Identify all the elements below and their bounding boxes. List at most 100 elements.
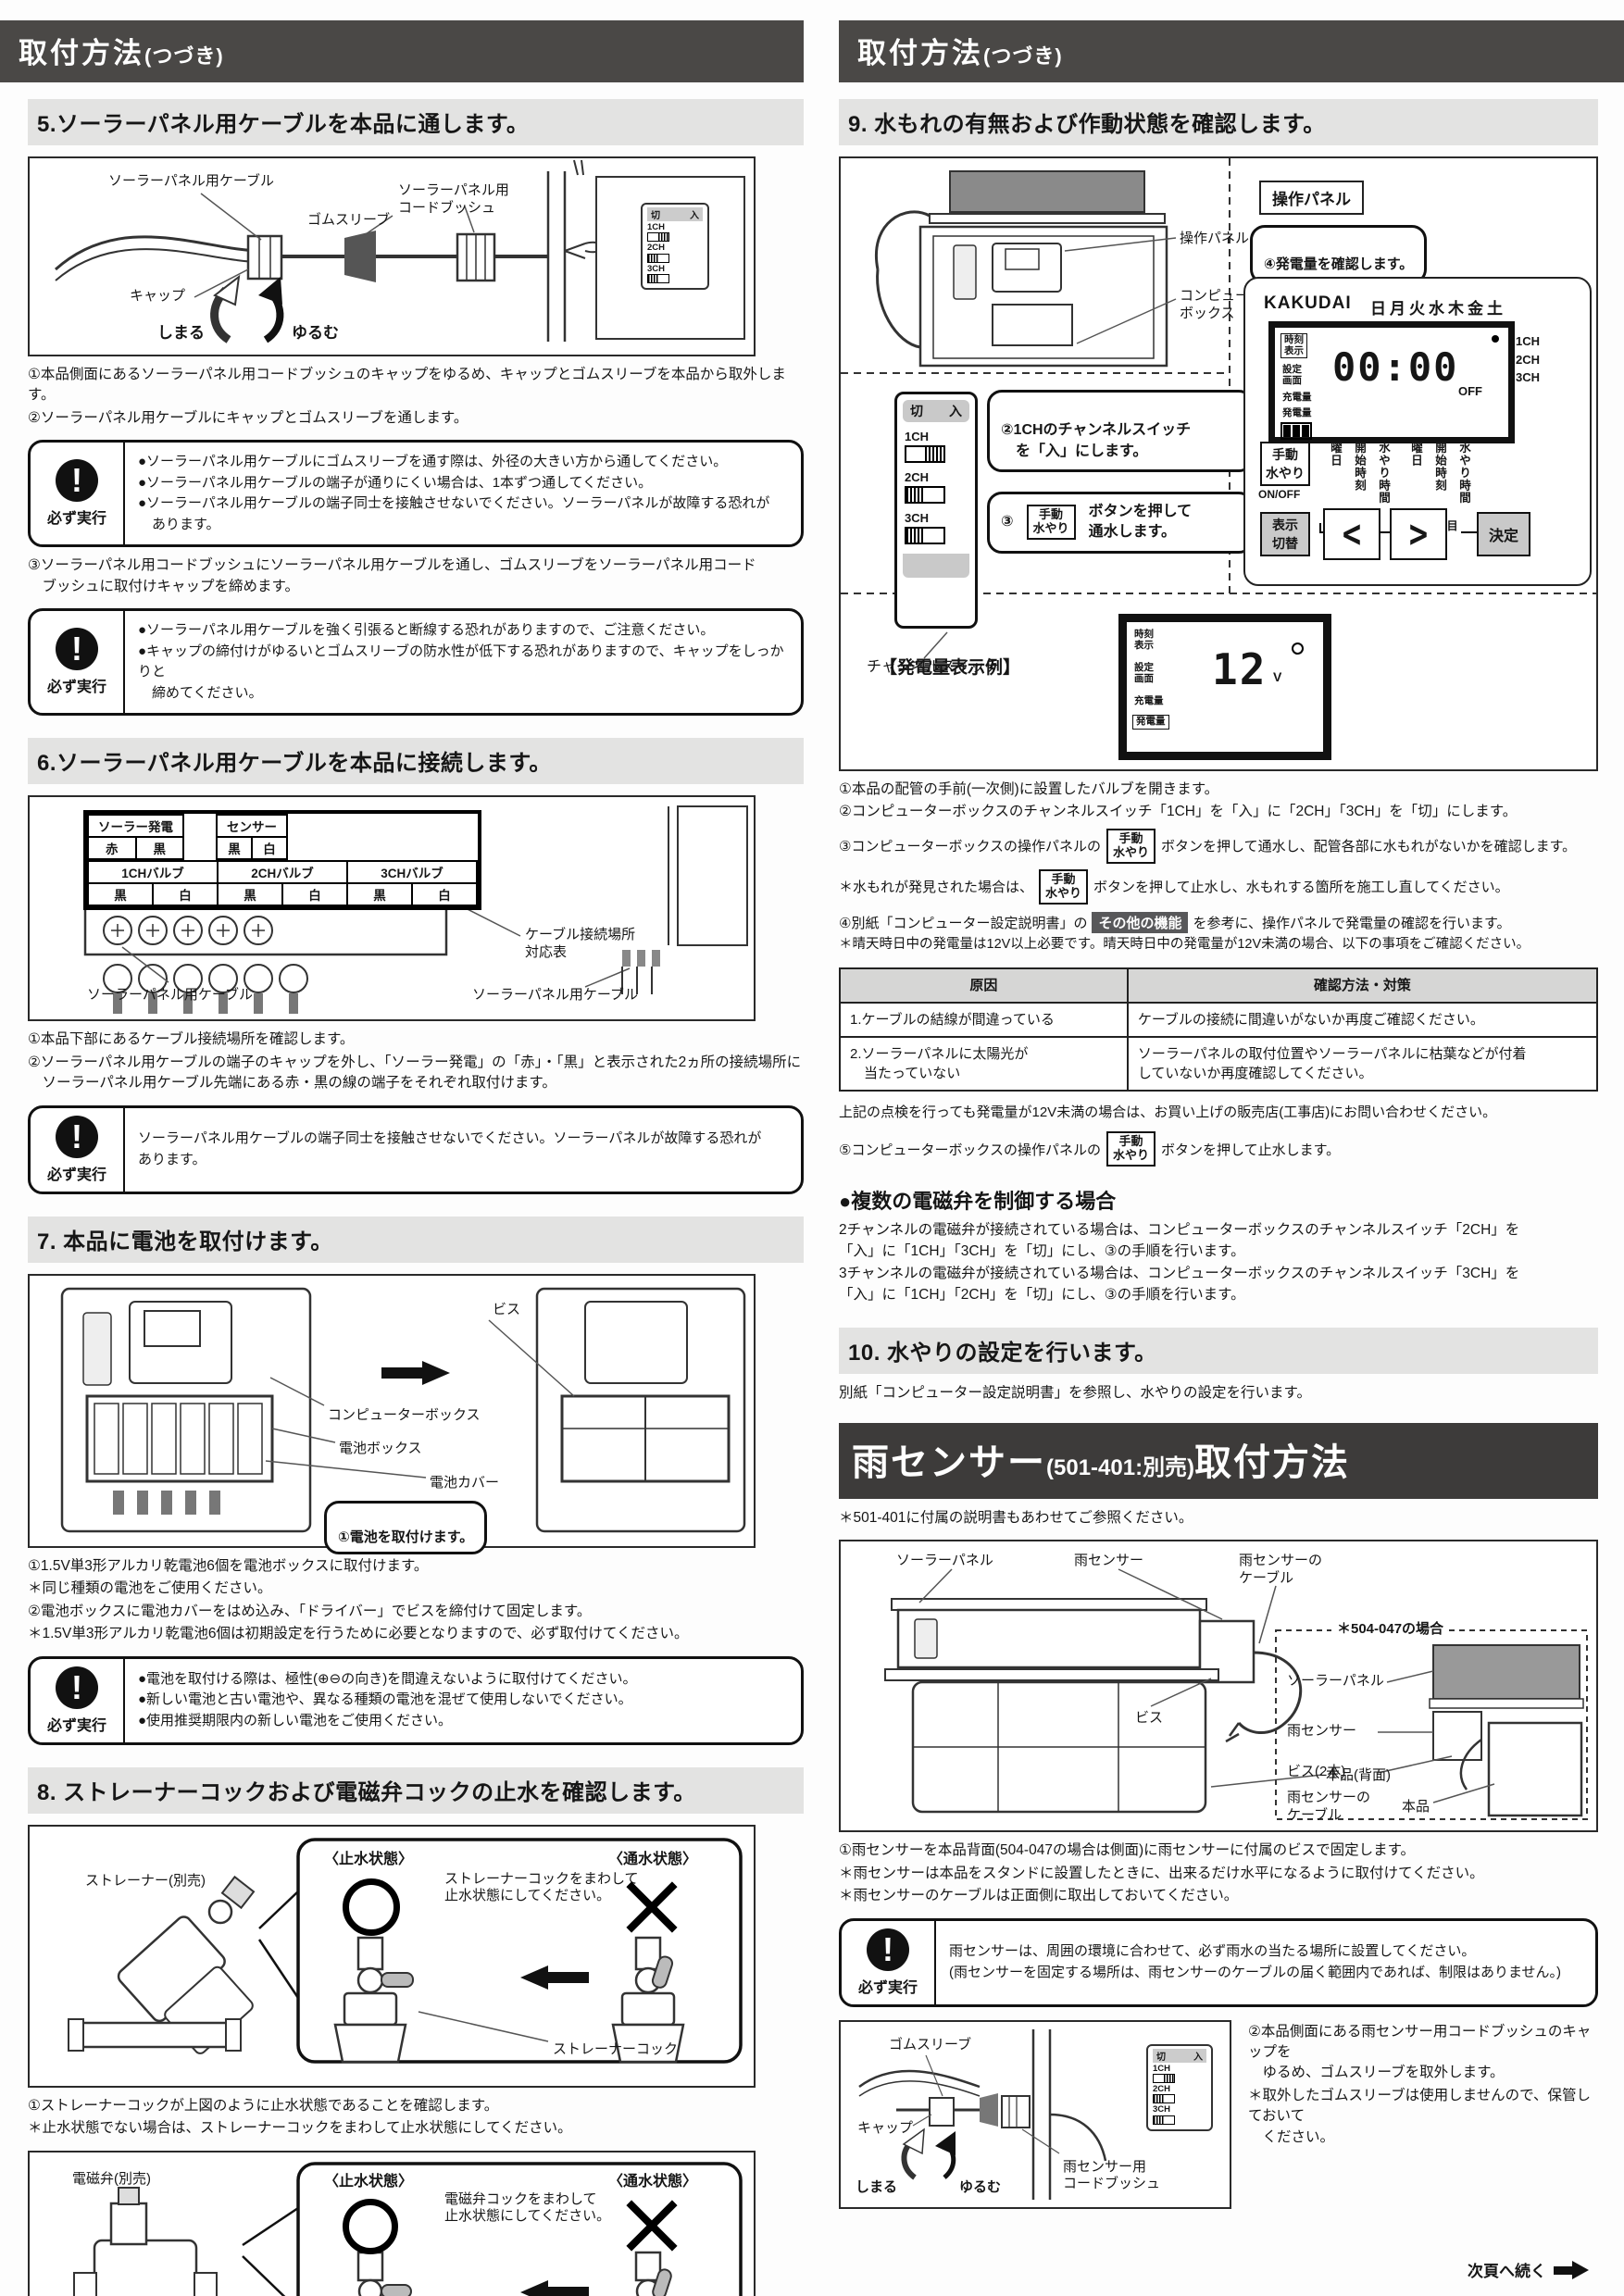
s9-step-3-post: ボタンを押して通水し、配管各部に水もれがないかを確認します。 [1161,839,1577,855]
manual-watering-button[interactable]: 手動 水やり [1260,442,1310,486]
bubble-install-battery-text: ①電池を取付けます。 [338,1529,474,1545]
lcd-ch1: 1CH [1516,334,1541,348]
manual-watering-button: 手動 水やり [1039,868,1089,905]
lcd-label-setting: 設定 画面 [1134,662,1154,684]
continue-note: 次頁へ続く [1468,2258,1591,2281]
s9-step-5-pre: ⑤コンピューターボックスの操作パネルの [839,1142,1101,1158]
lcd-time-digits: 00:00 [1332,344,1459,390]
mini-sw-on: 入 [1193,2052,1203,2063]
label-tighten: しまる [157,324,205,342]
figure-rain-sensor-install: ソーラーパネル 雨センサー 雨センサーの ケーブル ビス 本品(背面) ＊504… [839,1540,1598,1833]
exclamation-icon: ! [56,459,98,503]
s9-step-5-post: ボタンを押して止水します。 [1161,1142,1341,1158]
bubble-step3: ③ 手動 水やり ボタンを押して 通水します。 [987,492,1254,554]
col-weekday-1: 曜日 [1329,442,1342,467]
cell-wire: 黒 [87,882,154,907]
label-solar-panel: ソーラーパネル [896,1553,993,1569]
lcd-label-time: 時刻 表示 [1134,629,1154,651]
label-loosen: ゆるむ [292,324,339,342]
lcd-ch3: 3CH [1516,370,1541,384]
warn-line: 雨センサーは、周囲の環境に合わせて、必ず雨水の当たる場所に設置してください。 [949,1943,1476,1960]
figure-rain-cord-bush: ゴムスリーブ キャップ しまる ゆるむ 雨センサー用 コードブッシュ 切入 1C… [839,2019,1231,2209]
decide-button[interactable]: 決定 [1477,512,1530,556]
cell-white: 白 [251,836,288,861]
table-row: 2.ソーラーパネルに太陽光が 当たっていない ソーラーパネルの取付位置やソーラー… [839,1035,1599,1092]
figure-solenoid-cock: 電磁弁(別売) 〈止水状態〉 電磁弁コックをまわして 止水状態にしてください。 … [28,2150,756,2296]
rain-note: ＊501-401に付属の説明書もあわせてご参照ください。 [839,1509,1193,1526]
mini-ch1: 1CH [1153,2063,1171,2074]
cell-wire: 黒 [217,882,283,907]
label-strainer-cock: ストレーナーコック [553,2040,679,2057]
rain-step-1: ①雨センサーを本品背面(504-047の場合は側面)に雨センサーに付属のビスで固… [839,1842,1416,1859]
header-title: 取付方法 [19,37,144,69]
warn-line: ●ソーラーパネル用ケーブルの端子同士を接触させないでください。ソーラーパネルが故… [138,495,770,532]
s7-step: ①1.5V単3形アルカリ乾電池6個を電池ボックスに取付けます。 [28,1557,429,1574]
label-battery-cover: 電池カバー [430,1474,500,1491]
label-computer-box: コンピューターボックス [328,1406,481,1423]
next-step-arrow [381,1360,450,1385]
figure-cable-through: ソーラーパネル用ケーブル ソーラーパネル用 コードブッシュ ゴムスリーブ キャッ… [28,156,756,356]
s7-step: ②電池ボックスに電池カバーをはめ込み、「ドライバー」でビスを締付けて固定します。 [28,1603,592,1619]
manual-watering-button: 手動 水やり [1106,828,1156,864]
figure-battery-install: ビス コンピューターボックス 電池ボックス 電池カバー ①電池を取付けます。 [28,1273,756,1554]
table-header-action: 確認方法・対策 [1126,967,1599,1004]
display-switch-button[interactable]: 表示 切替 [1260,512,1310,556]
lcd-dot-indicator [1492,335,1499,343]
label-rain-cord-bush: 雨センサー用 コードブッシュ [1063,2158,1161,2192]
s5-step-3: ③ソーラーパネル用コードブッシュにソーラーパネル用ケーブルを通し、ゴムスリーブを… [28,557,756,594]
s9-step-4-post: を参考に、操作パネルで発電量の確認を行います。 [1193,915,1511,931]
rain-step-2b: ＊取外したゴムスリーブは使用しませんので、保管しておいて ください。 [1248,2087,1591,2145]
brand-logo: KAKUDAI [1264,293,1352,313]
warn-line: ●新しい電池と古い電池や、異なる種類の電池を混ぜて使用しないでください。 [138,1691,632,1708]
s7-step: ＊同じ種類の電池をご使用ください。 [28,1580,272,1597]
generation-example-lcd: 時刻 表示 設定 画面 充電量 発電量 12 V [1118,614,1331,760]
figure-operation-check: 操作パネル コンピューター ボックス 切入 1CH 2CH 3CH ②1CHのチ… [839,156,1598,771]
cell-black: 黒 [134,836,184,861]
s9-step-4-pre: ④別紙「コンピューター設定説明書」の [839,915,1088,931]
label-product-back: 本品(背面) [1326,1767,1391,1784]
must-do-label: 必ず実行 [857,1979,918,1996]
section-8-title: 8. ストレーナーコックおよび電磁弁コックの止水を確認します。 [28,1766,804,1814]
bubble-install-battery: ①電池を取付けます。 [324,1500,488,1554]
label-open-state: 〈通水状態〉 [608,1851,698,1867]
s9-step-5: ⑤コンピューターボックスの操作パネルの 手動 水やり ボタンを押して止水します。 [839,1131,1598,1167]
label-solar-cable: ソーラーパネル用ケーブル [108,173,274,189]
cell-sensor: センサー [216,814,288,839]
must-do-label: 必ず実行 [46,1167,106,1183]
rain-header-main: 雨センサー [852,1441,1046,1483]
col-start-1: 開始時刻 [1353,442,1366,492]
right-column-header: 取付方法(つづき) [839,20,1624,82]
rain-step-1c: ＊雨センサーのケーブルは正面側に取出しておいてください。 [839,1888,1239,1904]
prev-button[interactable]: < [1323,508,1380,560]
lcd-off-indicator: OFF [1458,384,1482,398]
lcd-display: 時刻 表示 設定 画面 充電量 発電量 00:00 OFF [1268,321,1515,443]
exclamation-icon: ! [56,1115,98,1158]
exclamation-icon: ! [867,1928,909,1971]
onoff-label: ON/OFF [1258,488,1301,501]
operation-panel-box-label: 操作パネル [1259,181,1364,215]
s9-step-1: ①本品の配管の手前(一次側)に設置したバルブを開きます。 [839,781,1219,797]
turn-direction-arrow [520,1965,589,1990]
bubble-step4-text: ④発電量を確認します。 [1264,256,1414,272]
label-channel-switch: チャンネルスイッチ [867,659,1000,675]
s9-step-3-pre: ③コンピューターボックスの操作パネルの [839,839,1101,855]
mini-channel-switch: 切入 1CH 2CH 3CH [1146,2043,1213,2131]
must-do-box: ! 必ず実行 ●ソーラーパネル用ケーブルにゴムスリーブを通す際は、外径の大きい方… [28,440,804,548]
right-chevron-icon: > [1408,511,1429,557]
must-do-badge: ! 必ず実行 [31,1107,125,1192]
cell-valve1: 1CHバルブ [87,860,219,885]
right-column: 取付方法(つづき) 9. 水もれの有無および作動状態を確認します。 [839,20,1624,2209]
cause-cell: 2.ソーラーパネルに太陽光が 当たっていない [839,1035,1129,1092]
label-solar-cable-left: ソーラーパネル用ケーブル [87,987,253,1004]
mini-sw-on: 入 [690,211,699,221]
must-do-label: 必ず実行 [46,680,106,696]
rain-header-rest: 取付方法 [1194,1441,1351,1483]
next-button[interactable]: > [1390,508,1447,560]
figure-cable-connect: ソーラー発電 センサー 赤 黒 黒 白 [28,795,756,1022]
mini-sw-off: 切 [651,211,660,221]
mini-ch3: 3CH [647,263,666,274]
label-case-504-047: ＊504-047の場合 [1331,1621,1450,1639]
section-7-title: 7. 本品に電池を取付けます。 [28,1216,804,1263]
ng-cross-icon [622,1877,681,1936]
